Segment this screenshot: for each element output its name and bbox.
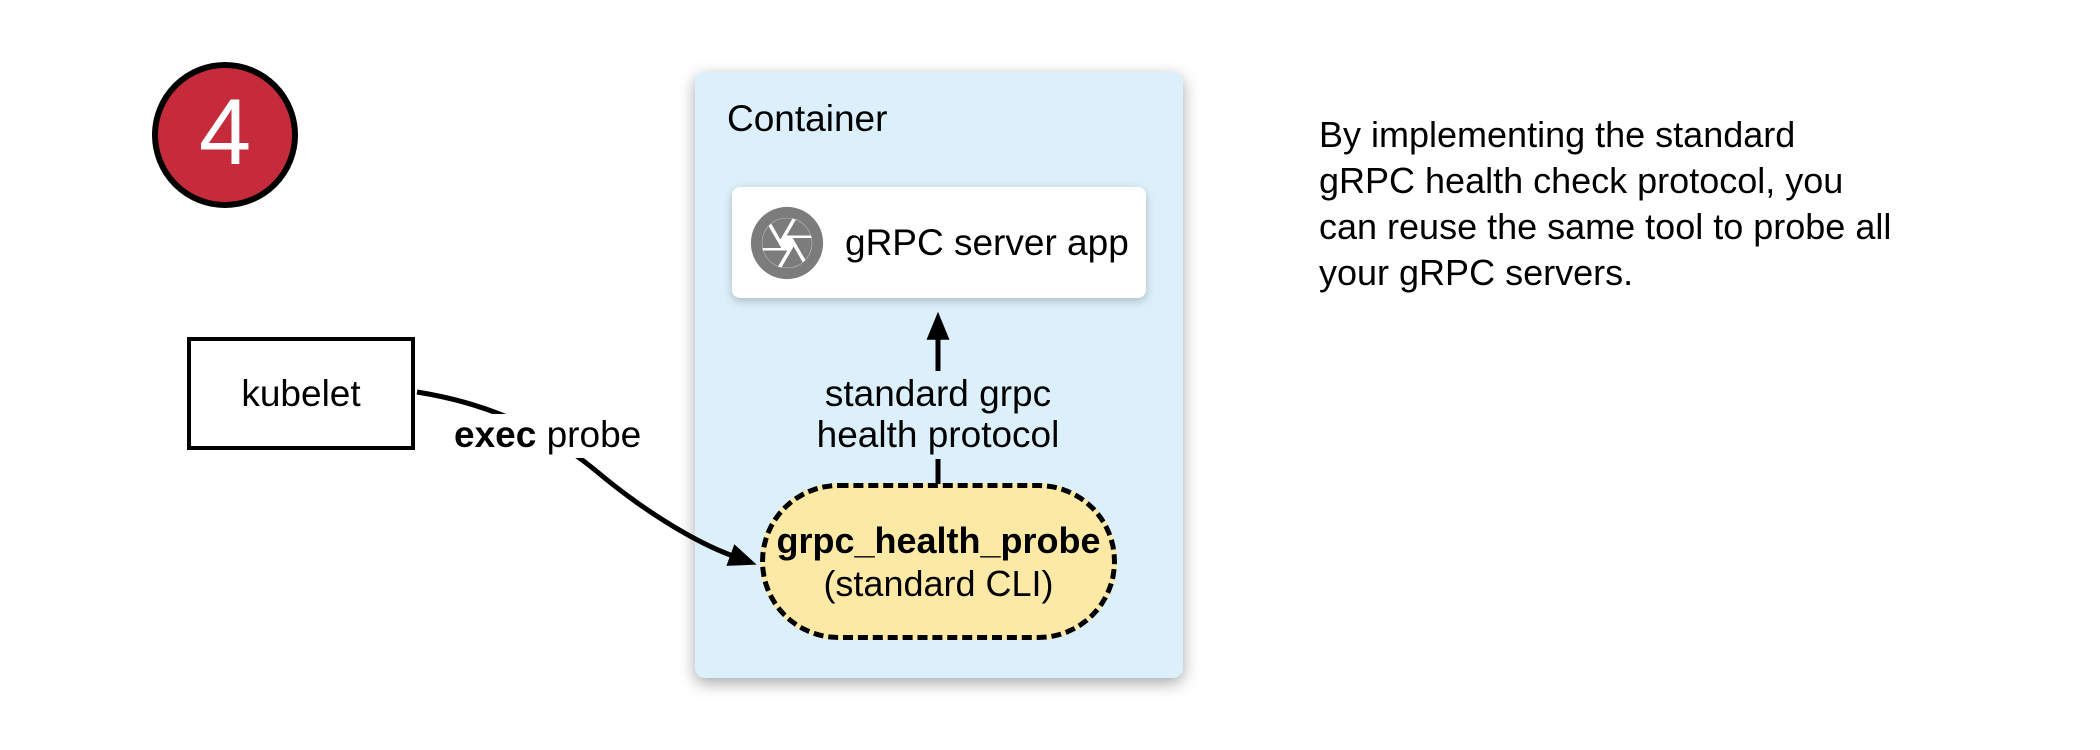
side-note: By implementing the standard gRPC health… bbox=[1319, 114, 1892, 293]
step-number: 4 bbox=[198, 79, 252, 184]
grpc-health-probe-pill: grpc_health_probe (standard CLI) bbox=[760, 483, 1117, 640]
health-protocol-label: standard grpc health protocol bbox=[778, 371, 1098, 459]
kubelet-label: kubelet bbox=[241, 372, 361, 414]
container-title: Container bbox=[727, 98, 888, 139]
exec-probe-label-bold: exec bbox=[454, 414, 537, 455]
grpc-health-probe-name: grpc_health_probe bbox=[776, 519, 1101, 561]
exec-probe-label-rest: probe bbox=[536, 414, 642, 455]
grpc-server-box: gRPC server app bbox=[732, 187, 1146, 298]
exec-probe-label: exec probe bbox=[448, 414, 648, 458]
kubelet-box: kubelet bbox=[187, 337, 415, 450]
grpc-server-label: gRPC server app bbox=[845, 221, 1129, 263]
aperture-icon bbox=[750, 206, 824, 279]
container-box: Container gRPC server app grpc_health_pr… bbox=[695, 72, 1183, 678]
grpc-health-probe-subtitle: (standard CLI) bbox=[823, 562, 1054, 604]
step-badge: 4 bbox=[152, 62, 298, 208]
